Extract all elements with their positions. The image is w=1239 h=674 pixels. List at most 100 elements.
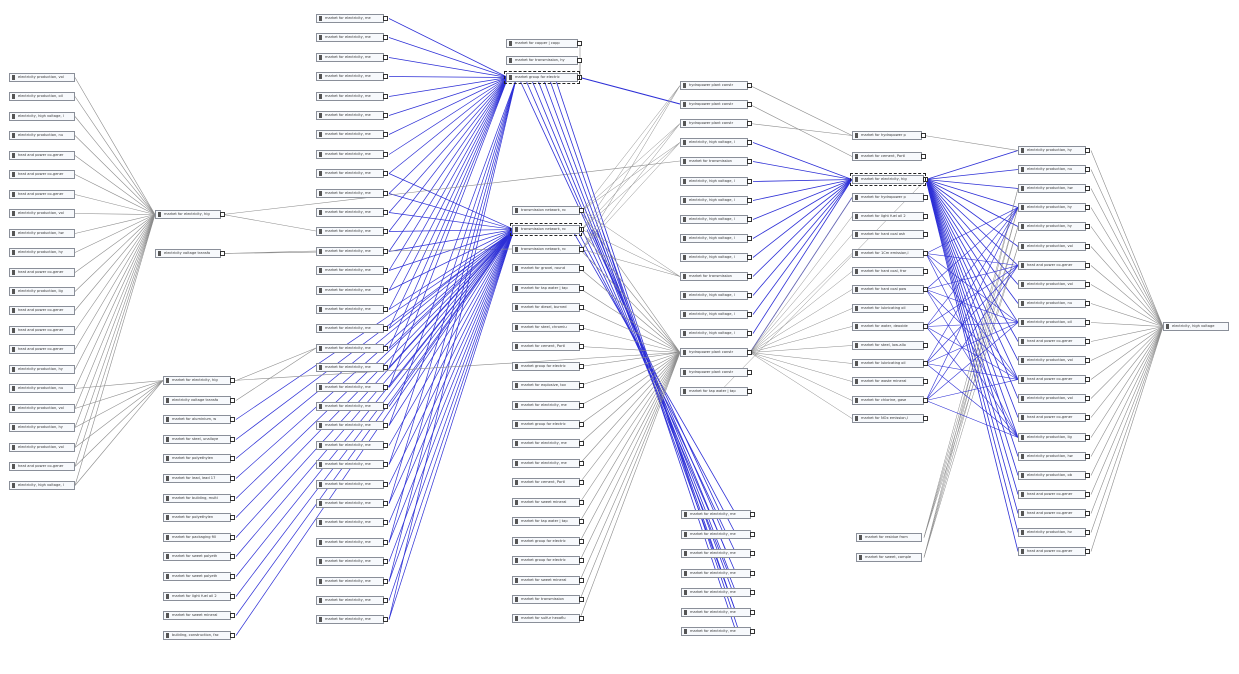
process-node[interactable]: market for cement, Portl [852,152,922,161]
process-node[interactable]: market for hard coal pow [852,285,924,294]
output-port-handle[interactable] [923,343,928,348]
process-node[interactable]: electricity, high voltage, l [680,138,748,147]
process-node[interactable]: hydropower plant constr [680,100,748,109]
output-port-handle[interactable] [383,482,388,487]
process-node[interactable]: market for sweet polyeth [163,552,231,561]
output-port-handle[interactable] [923,195,928,200]
process-node[interactable]: heat and power co-gener [9,326,75,335]
output-port-handle[interactable] [923,269,928,274]
output-port-handle[interactable] [747,83,752,88]
process-node[interactable]: heat and power co-gener [9,462,75,471]
process-node[interactable]: electricity production, oil [9,92,75,101]
process-node[interactable]: heat and power co-gener [9,268,75,277]
output-port-handle[interactable] [923,177,928,182]
process-node[interactable]: market for building, multi [163,494,231,503]
process-node[interactable]: market for explosive, tov [512,381,580,390]
output-port-handle[interactable] [383,346,388,351]
process-node[interactable]: market for electricity, me [681,627,751,636]
output-port-handle[interactable] [383,443,388,448]
process-node[interactable]: market for electricity, me [316,286,384,295]
process-node[interactable]: electricity voltage transfo [163,396,231,405]
process-node[interactable]: market group for electric [512,362,580,371]
process-node[interactable]: heat and power co-gener [9,306,75,315]
output-port-handle[interactable] [383,94,388,99]
output-port-handle[interactable] [230,633,235,638]
process-node[interactable]: market for electricity, me [316,169,384,178]
output-port-handle[interactable] [383,152,388,157]
process-node[interactable]: market for electricity, me [316,460,384,469]
output-port-handle[interactable] [383,171,388,176]
process-node[interactable]: hydropower plant constr [680,348,748,357]
process-node[interactable]: market for hydropower p [852,131,922,140]
process-node[interactable]: market for tap water | tap [512,517,580,526]
process-node[interactable]: market for sweet, comple [856,553,922,562]
output-port-handle[interactable] [230,535,235,540]
output-port-handle[interactable] [750,512,755,517]
process-node[interactable]: market for transmission, hy [506,56,578,65]
output-port-handle[interactable] [747,255,752,260]
process-node[interactable]: heat and power co-gener [9,190,75,199]
process-node[interactable]: electricity production, hw [9,229,75,238]
output-port-handle[interactable] [220,251,225,256]
process-node[interactable]: electricity production, lig [1018,433,1086,442]
output-port-handle[interactable] [747,236,752,241]
process-node[interactable]: market for electricity, me [316,499,384,508]
output-port-handle[interactable] [579,441,584,446]
process-node[interactable]: electricity, high voltage, l [680,196,748,205]
output-port-handle[interactable] [1085,415,1090,420]
output-port-handle[interactable] [923,416,928,421]
output-port-handle[interactable] [383,16,388,21]
output-port-handle[interactable] [747,331,752,336]
process-node[interactable]: market for electricity, me [681,549,751,558]
output-port-handle[interactable] [579,403,584,408]
process-node[interactable]: market for lubricating oil [852,304,924,313]
process-node[interactable]: market for electricity, me [316,227,384,236]
process-node[interactable]: market for NOx emission,l [852,414,924,423]
process-node[interactable]: market for sweet mineral [512,576,580,585]
process-node[interactable]: market for electricity, me [316,92,384,101]
output-port-handle[interactable] [1085,473,1090,478]
process-node[interactable]: market for electricity, me [316,189,384,198]
output-port-handle[interactable] [230,594,235,599]
process-node[interactable]: electricity production, hw [1018,452,1086,461]
process-node[interactable]: electricity production, nu [1018,165,1086,174]
output-port-handle[interactable] [383,326,388,331]
output-port-handle[interactable] [579,539,584,544]
output-port-handle[interactable] [230,437,235,442]
output-port-handle[interactable] [579,616,584,621]
output-port-handle[interactable] [383,55,388,60]
output-port-handle[interactable] [383,132,388,137]
output-port-handle[interactable] [383,35,388,40]
process-node[interactable]: hydropower plant constr [680,119,748,128]
process-node[interactable]: market for waste mineral [852,377,924,386]
output-port-handle[interactable] [747,370,752,375]
output-port-handle[interactable] [577,75,582,80]
output-port-handle[interactable] [579,519,584,524]
process-node[interactable]: market for sulfur hexaflu [512,614,580,623]
process-node[interactable]: market for light fuel oil 2 [163,592,231,601]
process-node[interactable]: market for electricity, me [316,247,384,256]
process-node[interactable]: electricity production, nu [1018,299,1086,308]
output-port-handle[interactable] [747,159,752,164]
output-port-handle[interactable] [1085,244,1090,249]
output-port-handle[interactable] [1085,205,1090,210]
process-node[interactable]: market for water, deoxide [852,322,924,331]
process-node[interactable]: heat and power co-gener [1018,547,1086,556]
output-port-handle[interactable] [579,558,584,563]
output-port-handle[interactable] [1085,549,1090,554]
output-port-handle[interactable] [383,598,388,603]
process-node[interactable]: electricity production, vol [9,443,75,452]
process-node[interactable]: market group for electric [512,537,580,546]
output-port-handle[interactable] [923,361,928,366]
process-node[interactable]: electricity production, hy [9,365,75,374]
process-node[interactable]: market for aluminium, w [163,415,231,424]
process-node[interactable]: hydropower plant constr [680,368,748,377]
process-node[interactable]: electricity production, ob [1018,471,1086,480]
output-port-handle[interactable] [577,41,582,46]
output-port-handle[interactable] [1085,339,1090,344]
process-node[interactable]: electricity production, hy [9,423,75,432]
process-node[interactable]: market for electricity, me [316,344,384,353]
output-port-handle[interactable] [747,102,752,107]
output-port-handle[interactable] [747,121,752,126]
